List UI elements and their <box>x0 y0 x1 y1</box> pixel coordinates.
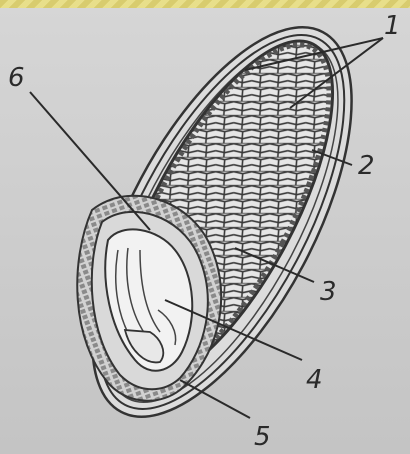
label-1: 1 <box>384 11 401 41</box>
label-5: 5 <box>254 422 271 452</box>
label-6: 6 <box>8 63 25 93</box>
leader-6 <box>30 92 150 230</box>
label-2: 2 <box>358 151 375 181</box>
label-4: 4 <box>306 365 323 395</box>
label-3: 3 <box>320 277 337 307</box>
